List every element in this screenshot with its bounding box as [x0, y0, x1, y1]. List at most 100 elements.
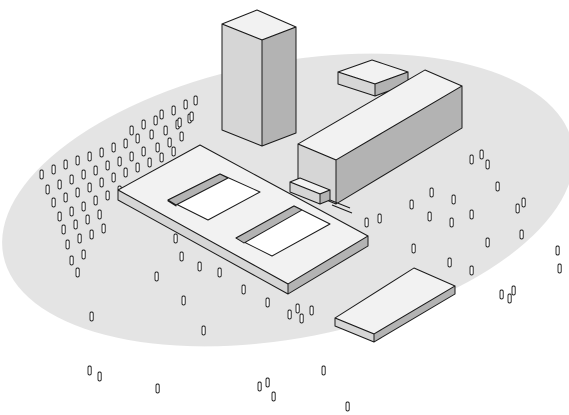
back-figure	[159, 109, 164, 120]
back-figure	[129, 125, 134, 136]
front-figure	[507, 293, 512, 304]
front-figure	[345, 401, 350, 412]
front-figure	[179, 251, 184, 262]
back-figure	[153, 115, 158, 126]
courtyard-1	[167, 173, 261, 221]
figures-back	[39, 95, 198, 278]
front-figure	[154, 271, 159, 282]
front-figure	[241, 284, 246, 295]
tower	[221, 9, 297, 147]
back-figure	[81, 201, 86, 212]
back-figure	[163, 125, 168, 136]
front-figure	[271, 391, 276, 402]
front-figure	[411, 243, 416, 254]
front-figure	[364, 217, 369, 228]
back-figure	[101, 223, 106, 234]
front-figure	[485, 159, 490, 170]
back-figure	[89, 229, 94, 240]
back-figure	[85, 214, 90, 225]
back-figure	[171, 105, 176, 116]
front-figure	[449, 217, 454, 228]
back-figure	[93, 165, 98, 176]
back-figure	[135, 133, 140, 144]
front-figure	[89, 311, 94, 322]
connector	[289, 177, 353, 214]
back-figure	[57, 179, 62, 190]
front-figure	[521, 197, 526, 208]
front-figure	[181, 295, 186, 306]
front-figure	[519, 229, 524, 240]
back-figure	[111, 142, 116, 153]
back-figure	[159, 152, 164, 163]
back-figure	[93, 195, 98, 206]
front-figure	[555, 245, 560, 256]
front-figure	[499, 289, 504, 300]
front-figure	[287, 309, 292, 320]
front-figure	[173, 233, 178, 244]
front-figure	[197, 261, 202, 272]
small-slab	[334, 267, 456, 343]
back-figure	[135, 162, 140, 173]
back-figure	[63, 192, 68, 203]
back-figure	[147, 157, 152, 168]
back-figure	[193, 95, 198, 106]
back-figure	[73, 219, 78, 230]
front-figure	[265, 297, 270, 308]
front-figure	[265, 377, 270, 388]
back-figure	[57, 211, 62, 222]
back-figure	[179, 131, 184, 142]
front-figure	[97, 371, 102, 382]
back-figure	[105, 160, 110, 171]
back-figure	[123, 167, 128, 178]
annex-block	[337, 59, 409, 97]
back-figure	[45, 184, 50, 195]
front-figure	[479, 149, 484, 160]
front-figure	[217, 267, 222, 278]
back-figure	[183, 99, 188, 110]
front-figure	[469, 265, 474, 276]
back-figure	[69, 174, 74, 185]
back-figure	[177, 117, 182, 128]
front-figure	[377, 213, 382, 224]
back-figure	[117, 156, 122, 167]
back-figure	[97, 209, 102, 220]
back-figure	[155, 142, 160, 153]
courtyard-2	[235, 205, 331, 257]
front-figure	[511, 285, 516, 296]
back-figure	[77, 233, 82, 244]
back-figure	[171, 146, 176, 157]
back-figure	[123, 138, 128, 149]
back-figure	[189, 111, 194, 122]
back-figure	[81, 169, 86, 180]
back-figure	[75, 187, 80, 198]
back-figure	[141, 146, 146, 157]
back-figure	[87, 182, 92, 193]
back-figure	[99, 177, 104, 188]
front-figure	[309, 305, 314, 316]
front-figure	[409, 199, 414, 210]
back-figure	[51, 197, 56, 208]
back-figure	[105, 190, 110, 201]
front-figure	[295, 303, 300, 314]
front-figure	[469, 209, 474, 220]
back-figure	[65, 239, 70, 250]
front-figure	[429, 187, 434, 198]
front-figure	[451, 194, 456, 205]
front-figure	[155, 383, 160, 394]
back-figure	[63, 159, 68, 170]
back-figure	[69, 206, 74, 217]
back-figure	[81, 249, 86, 260]
front-figure	[485, 237, 490, 248]
back-figure	[87, 151, 92, 162]
front-figure	[427, 211, 432, 222]
front-figure	[87, 365, 92, 376]
back-figure	[51, 164, 56, 175]
back-figure	[75, 267, 80, 278]
back-figure	[111, 172, 116, 183]
front-figure	[495, 181, 500, 192]
front-figure	[257, 381, 262, 392]
front-figure	[515, 203, 520, 214]
back-figure	[75, 155, 80, 166]
back-figure	[61, 224, 66, 235]
